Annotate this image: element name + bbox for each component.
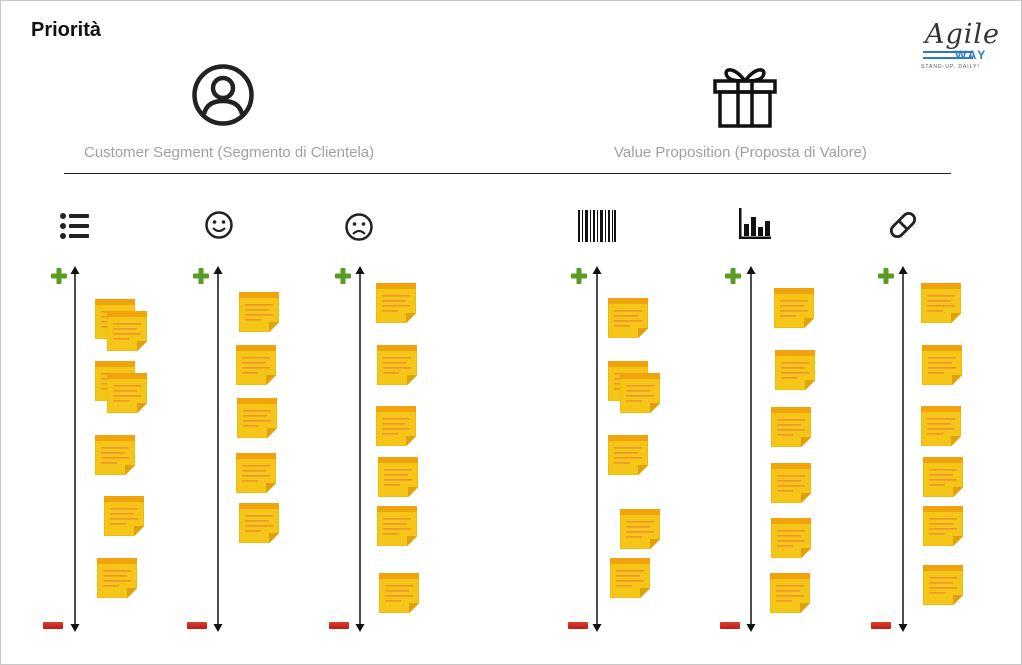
priority-axis-gain-creators [746,266,756,632]
sticky-note-pain-relievers[interactable] [921,283,961,323]
plus-icon [51,268,67,284]
sticky-note-pains[interactable] [377,506,417,546]
sticky-note-products[interactable] [610,558,650,598]
smiley-icon [205,211,233,239]
plus-icon [725,268,741,284]
sticky-note-gain-creators[interactable] [771,463,811,503]
list-icon [60,213,89,239]
sticky-note-gains[interactable] [236,345,276,385]
logo-rule [923,51,973,53]
sticky-note-jobs[interactable] [107,373,147,413]
sticky-note-products[interactable] [620,509,660,549]
sticky-note-jobs[interactable] [97,558,137,598]
logo-rule [923,57,973,59]
frown-icon [345,213,373,241]
sticky-note-gains[interactable] [239,292,279,332]
sticky-note-products[interactable] [608,298,648,338]
gift-icon [713,68,777,128]
minus-icon [187,622,207,629]
sticky-note-gain-creators[interactable] [770,573,810,613]
priority-axis-pains [355,266,365,632]
logo-text-agile: Agile [925,19,1001,50]
sticky-note-jobs[interactable] [104,496,144,536]
customer-segment-label: Customer Segment (Segmento di Clientela) [84,144,375,161]
minus-icon [568,622,588,629]
agile-way-logo: Agile WAY STAND-UP. DAILY! [919,19,1005,73]
sticky-note-products[interactable] [620,373,660,413]
sticky-note-jobs[interactable] [95,435,135,475]
sticky-note-gain-creators[interactable] [771,407,811,447]
sticky-note-pains[interactable] [376,283,416,323]
bar-chart-icon [739,208,771,239]
sticky-note-gain-creators[interactable] [775,350,815,390]
priority-axis-pain-relievers [898,266,908,632]
priority-axis-jobs [70,266,80,632]
section-divider [64,173,951,174]
logo-text-way: WAY [955,48,988,62]
minus-icon [871,622,891,629]
priority-axis-products [592,266,602,632]
logo-tagline: STAND-UP. DAILY! [921,64,980,70]
sticky-note-gain-creators[interactable] [771,518,811,558]
sticky-note-pains[interactable] [378,457,418,497]
sticky-note-pain-relievers[interactable] [923,506,963,546]
sticky-note-jobs[interactable] [107,311,147,351]
plus-icon [193,268,209,284]
user-circle-icon [192,64,254,126]
minus-icon [329,622,349,629]
sticky-note-pain-relievers[interactable] [921,406,961,446]
minus-icon [720,622,740,629]
sticky-note-pain-relievers[interactable] [923,457,963,497]
sticky-note-pains[interactable] [376,406,416,446]
pill-icon [889,211,917,239]
barcode-icon [578,210,616,242]
sticky-note-gains[interactable] [236,453,276,493]
sticky-note-gains[interactable] [239,503,279,543]
sticky-note-pains[interactable] [377,345,417,385]
sticky-note-gains[interactable] [237,398,277,438]
sticky-note-pain-relievers[interactable] [922,345,962,385]
sticky-note-pains[interactable] [379,573,419,613]
value-proposition-label: Value Proposition (Proposta di Valore) [614,144,867,161]
plus-icon [878,268,894,284]
sticky-note-products[interactable] [608,435,648,475]
minus-icon [43,622,63,629]
plus-icon [335,268,351,284]
sticky-note-gain-creators[interactable] [774,288,814,328]
sticky-note-pain-relievers[interactable] [923,565,963,605]
plus-icon [571,268,587,284]
priority-axis-gains [213,266,223,632]
page-title: Priorità [31,19,102,41]
